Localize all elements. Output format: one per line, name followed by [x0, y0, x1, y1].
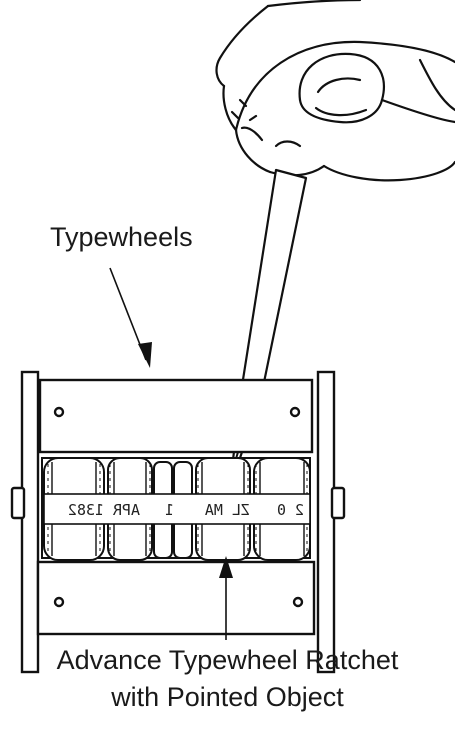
typewheel-characters: 1382 APR 1 ZL MA 2 0 — [68, 501, 304, 519]
typewheels-arrow — [109, 267, 152, 368]
typewheel-assembly: 1382 APR 1 ZL MA 2 0 — [41, 457, 311, 561]
screw-hole — [289, 406, 301, 418]
pointed-object-label: with Pointed Object — [111, 682, 344, 712]
type-number: 2 0 — [277, 501, 304, 519]
type-month: APR — [112, 501, 140, 519]
advance-ratchet-label: Advance Typewheel Ratchet — [56, 645, 399, 675]
right-knob — [330, 486, 346, 520]
ratchet-arrow — [219, 556, 233, 640]
screw-hole — [292, 596, 304, 608]
screw-hole — [53, 596, 65, 608]
typewheels-label: Typewheels — [50, 222, 193, 252]
type-year: 1382 — [68, 501, 104, 519]
left-side-plate — [20, 370, 40, 674]
type-day: 1 — [165, 501, 174, 519]
stamp-body — [10, 370, 346, 674]
type-code: ZL MA — [205, 501, 250, 519]
screw-hole — [53, 406, 65, 418]
right-side-plate — [316, 370, 336, 674]
top-bar — [38, 378, 314, 454]
hand-drawing — [215, 0, 455, 182]
left-knob — [10, 486, 26, 520]
bottom-bar — [36, 560, 316, 636]
